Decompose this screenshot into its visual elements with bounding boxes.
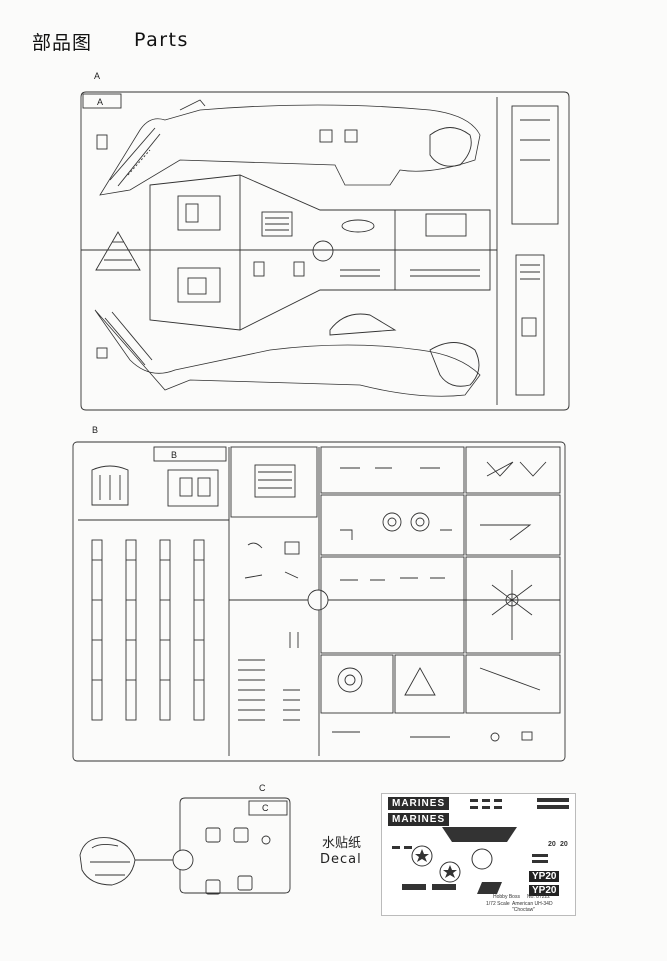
decal-label-english: Decal xyxy=(320,852,362,867)
decal-marines-2: MARINES xyxy=(388,813,450,826)
decal-info-2: No. 87222 xyxy=(527,894,551,900)
decal-marines-1: MARINES xyxy=(388,797,450,810)
page-title-chinese: 部品图 xyxy=(32,32,93,54)
sprue-a-tag: A xyxy=(97,97,104,107)
decal-info-4: American UH-34D "Choctaw" xyxy=(512,901,553,913)
sprue-a-label: A xyxy=(94,71,101,81)
decal-info-1: Hobby Boss xyxy=(493,894,520,900)
decal-num-1: 20 xyxy=(548,841,556,848)
sprue-c-label: C xyxy=(259,783,266,793)
sprue-b-label: B xyxy=(92,425,99,435)
decal-graphics xyxy=(392,798,569,894)
sprue-b-tag: B xyxy=(171,450,178,460)
sprue-c xyxy=(79,797,291,895)
decal-code-1: YP20 xyxy=(529,871,560,882)
decal-info-3: 1/72 Scale xyxy=(486,901,510,907)
decal-label-chinese: 水贴纸 xyxy=(322,836,362,851)
decal-num-2: 20 xyxy=(560,841,568,848)
page-title-english: Parts xyxy=(134,29,189,51)
sprue-b xyxy=(72,441,566,762)
sprue-c-tag: C xyxy=(262,803,269,813)
sprue-a xyxy=(80,91,570,411)
decal-code-2: YP20 xyxy=(529,885,560,896)
decal-sheet: MARINES MARINES YP20 YP20 20 20 Hobby Bo… xyxy=(381,793,576,916)
